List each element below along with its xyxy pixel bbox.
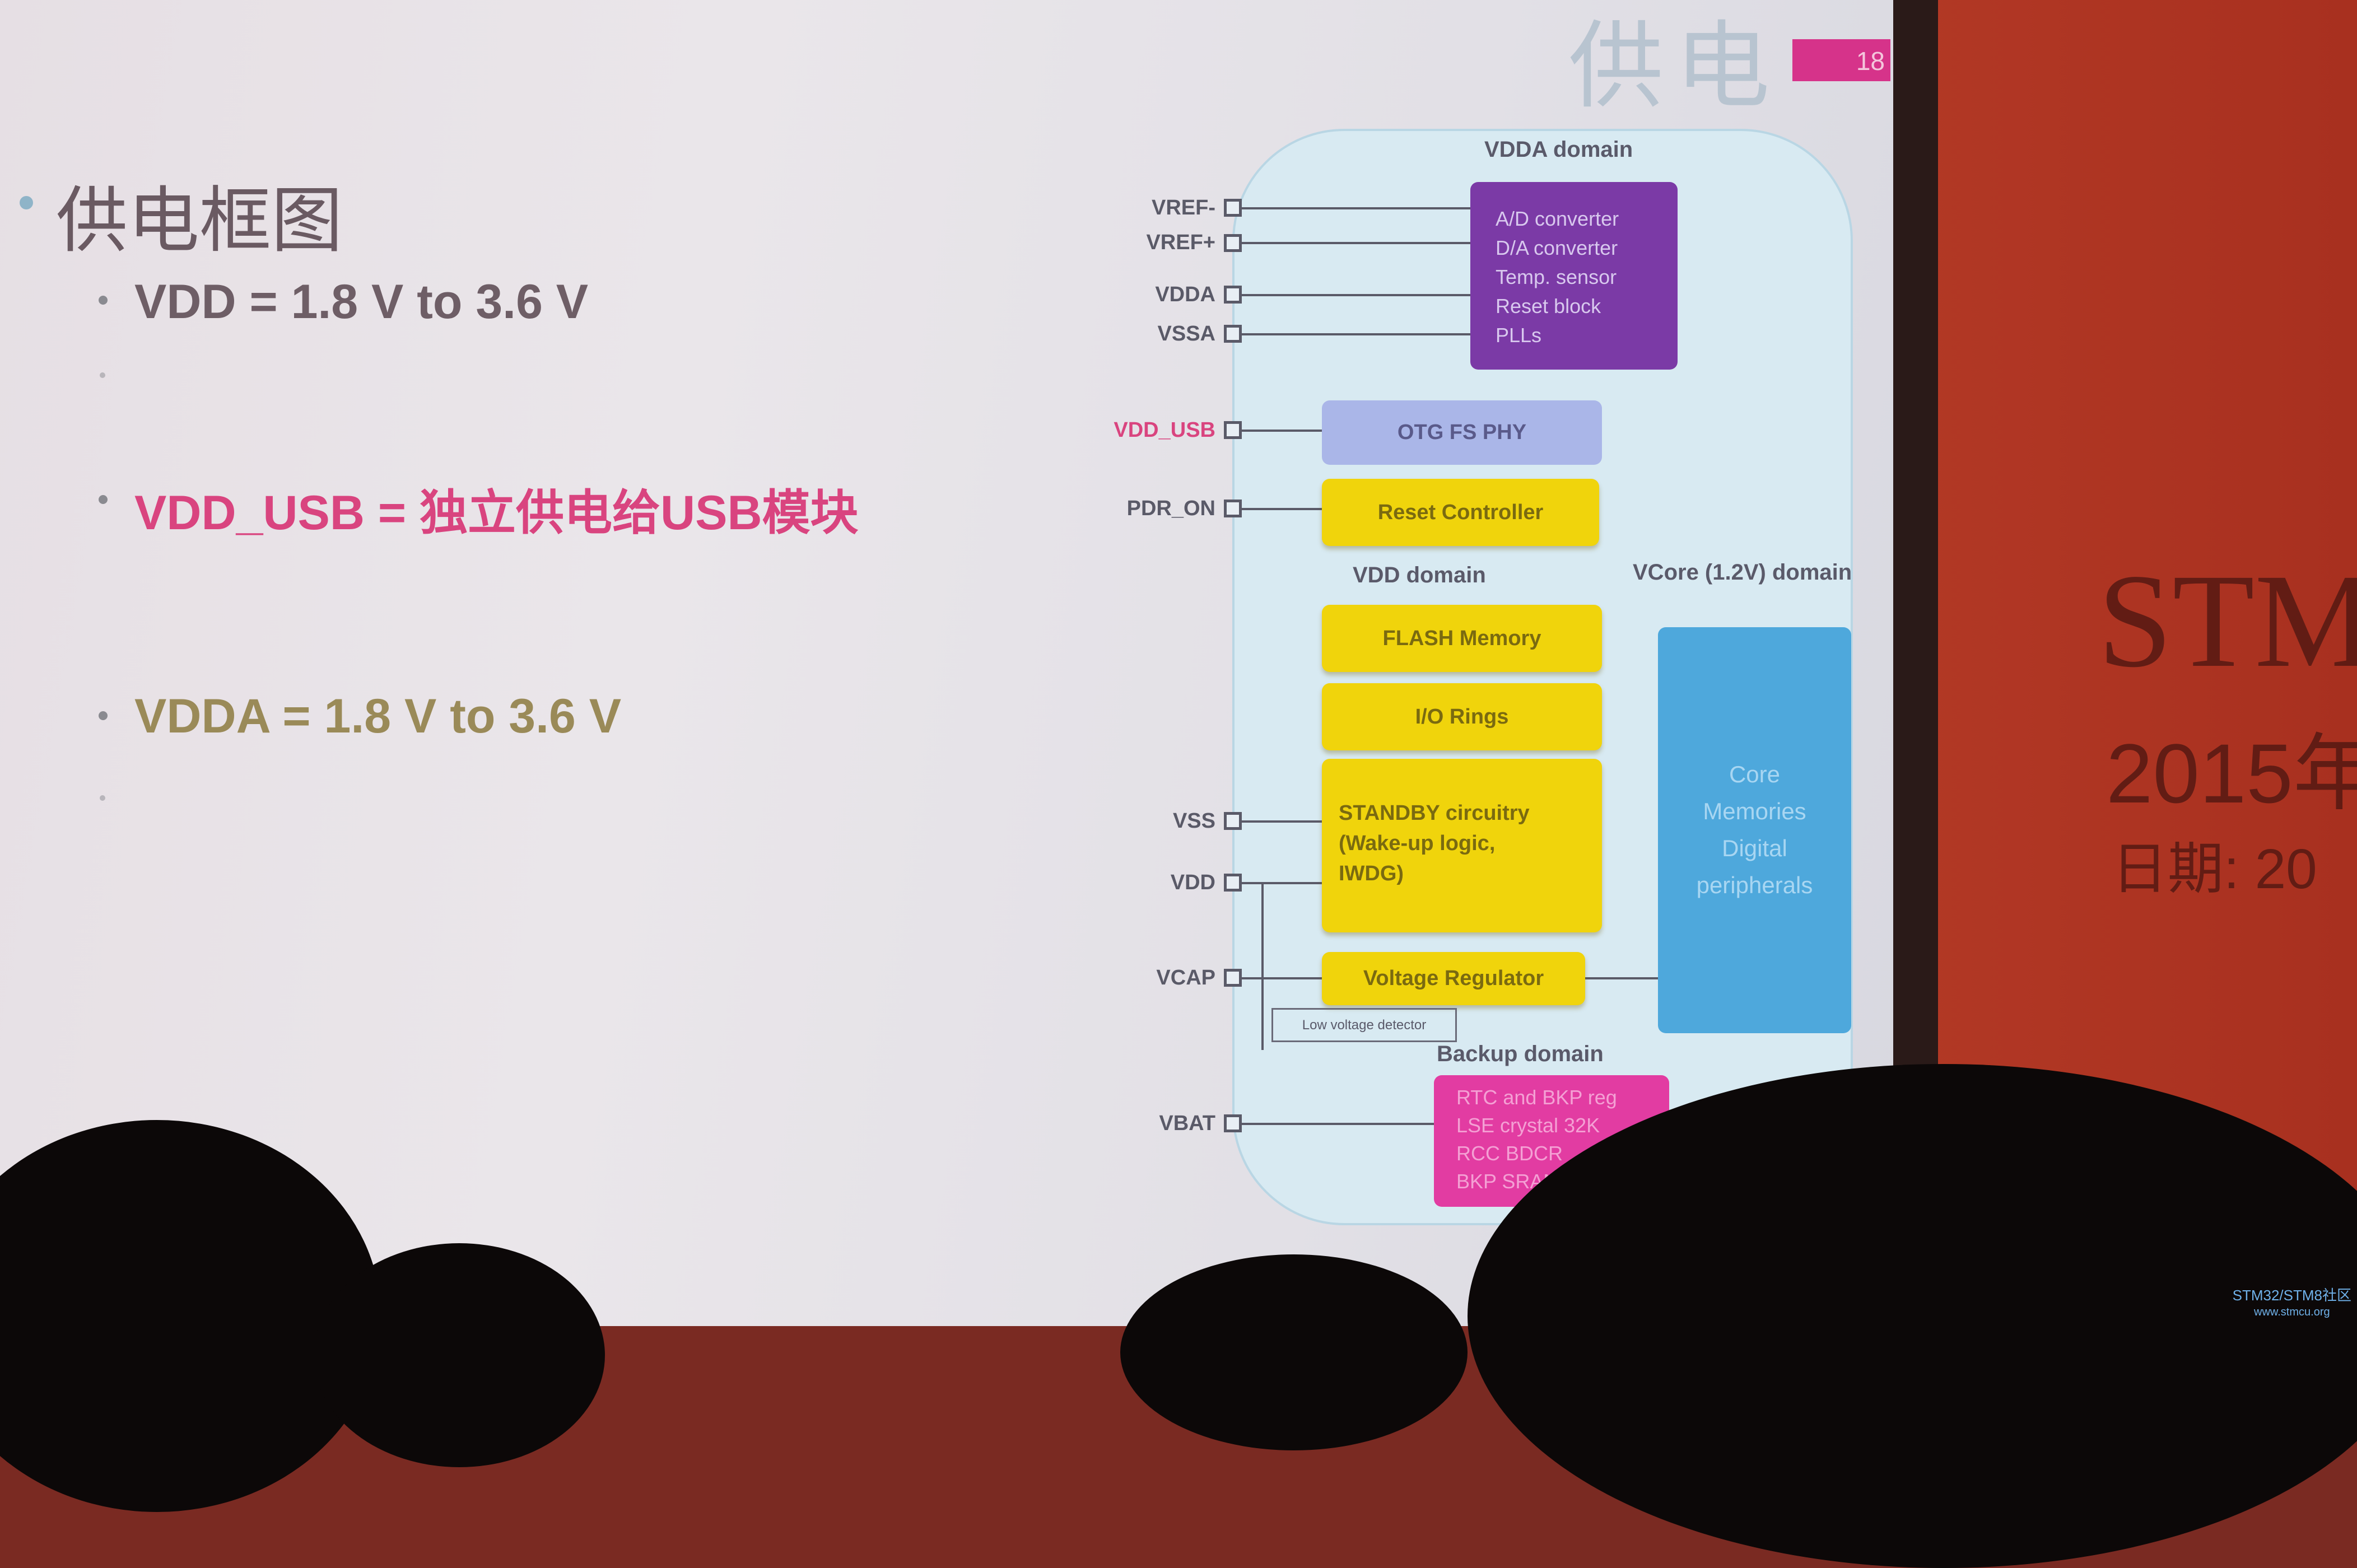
bullet-icon [99,711,108,720]
pin-box [1224,812,1242,830]
pin-vdd-usb: VDD_USB [1114,418,1215,442]
vcore-domain-label: VCore (1.2V) domain [1633,560,1852,585]
banner-date: 日期: 20 [2112,838,2317,900]
wire [1261,882,1264,1050]
pin-vbat: VBAT [1159,1112,1215,1135]
standby-line: IWDG) [1339,862,1404,885]
pin-box [1224,234,1242,252]
slide-header-title: 供电 [1568,11,1782,122]
analog-block: A/D converter D/A converter Temp. sensor… [1470,182,1678,370]
pin-box [1224,421,1242,439]
backup-line: LSE crystal 32K [1456,1114,1600,1137]
wire [1241,294,1470,296]
core-line: Memories [1703,798,1806,824]
pin-box [1224,286,1242,304]
temp-sensor-label: Temp. sensor [1496,265,1617,288]
vdda-domain-label: VDDA domain [1484,137,1633,162]
standby-circuitry-block: STANDBY circuitry (Wake-up logic, IWDG) [1322,759,1602,932]
vdd-domain-label: VDD domain [1353,563,1486,587]
bullet-vdd-usb: VDD_USB = 独立供电给USB模块 [134,486,859,540]
wire [1241,508,1322,510]
wire [1585,977,1658,979]
watermark-logo: STM32/STM8社区 [2232,1287,2351,1304]
banner-year: 2015年 [2106,726,2357,820]
wire [1241,430,1322,432]
page-number-tab: 18 [1792,39,1890,81]
pin-box [1224,874,1242,892]
watermark: STM32/STM8社区 www.stmcu.org [2233,1287,2351,1320]
pin-box [1224,500,1242,517]
dac-label: D/A converter [1496,236,1618,259]
pin-box [1224,325,1242,343]
core-block: Core Memories Digital peripherals [1658,627,1851,1033]
pin-pdr-on: PDR_ON [1126,497,1215,520]
pin-vss: VSS [1172,809,1215,833]
voltage-regulator-block: Voltage Regulator [1322,952,1585,1005]
slide-heading: 供电框图 [56,179,343,263]
wire [1241,882,1322,884]
watermark-url: www.stmcu.org [2254,1306,2330,1318]
pin-vcap: VCAP [1156,966,1215,990]
io-rings-block: I/O Rings [1322,683,1602,750]
wire [1241,977,1322,979]
page-number: 18 [1856,46,1885,76]
backup-line: RTC and BKP reg [1456,1086,1617,1109]
reset-controller-block: Reset Controller [1322,479,1599,546]
projection-screen: 供电 18 供电框图 VDD = 1.8 V to 3.6 V VDD_USB … [0,0,1893,1326]
wire [1241,1123,1434,1125]
reset-block-label: Reset block [1496,295,1601,318]
wire [1241,207,1470,209]
pin-box [1224,969,1242,987]
sub-bullet-icon [100,795,105,801]
audience-head [314,1243,605,1467]
low-voltage-detector: Low voltage detector [1271,1008,1457,1042]
wire [1241,242,1470,244]
pin-vref-plus: VREF+ [1146,231,1215,254]
power-supply-diagram: VDDA domain VDD domain VCore (1.2V) doma… [1064,112,1893,1232]
pin-vdd: VDD [1170,871,1215,894]
heading-bullet-icon [20,196,33,209]
banner-title: STM [2098,546,2357,695]
backup-domain-label: Backup domain [1437,1042,1604,1066]
bullet-icon [99,296,108,305]
plls-label: PLLs [1496,324,1542,347]
bullet-icon [99,495,108,504]
pin-vdda: VDDA [1155,283,1215,306]
bullet-vdd: VDD = 1.8 V to 3.6 V [134,275,589,329]
core-line: Digital [1722,835,1787,861]
wire [1241,333,1470,335]
audience-head [1120,1254,1468,1450]
pin-box [1224,1114,1242,1132]
backup-line: RCC BDCR [1456,1142,1563,1165]
sub-bullet-icon [100,372,105,378]
standby-line: (Wake-up logic, [1339,832,1496,855]
core-line: Core [1729,761,1781,787]
pin-box [1224,199,1242,217]
otg-fs-phy-block: OTG FS PHY [1322,400,1602,465]
flash-memory-block: FLASH Memory [1322,605,1602,672]
adc-label: A/D converter [1496,207,1619,230]
wire [1241,820,1322,823]
pin-vssa: VSSA [1157,322,1215,346]
core-line: peripherals [1696,872,1813,898]
pin-vref-minus: VREF- [1152,196,1215,220]
standby-line: STANDBY circuitry [1339,801,1530,825]
bullet-vdda: VDDA = 1.8 V to 3.6 V [134,689,622,743]
